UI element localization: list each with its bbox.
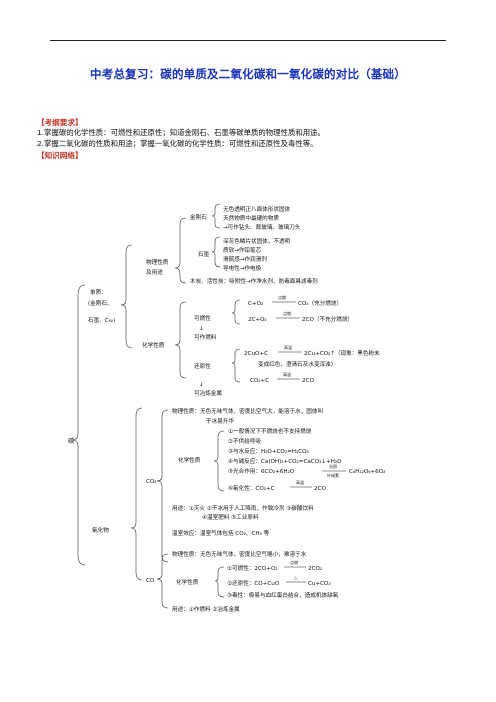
co2-physical: 物理性质：无色无味气体，密度比空气大，能溶于水，固体叫 <box>172 407 323 415</box>
reducing-brace <box>231 348 241 383</box>
co-chem-label: 化学性质 <box>176 578 199 586</box>
graphite-brace <box>211 236 221 268</box>
reducing-eq1-left: 2CuO+C <box>244 351 268 357</box>
oxid-right: 2CO <box>314 486 326 492</box>
header-rule <box>50 40 446 41</box>
co-uses: 用途：①作燃料 ②冶炼金属 <box>172 605 240 613</box>
network-header: 【知识网络】 <box>37 151 83 160</box>
down-arrow-glyph: ↓ <box>199 325 204 332</box>
diamond-brace <box>211 203 221 229</box>
co-toxic: ③毒性：极易与血红蛋白结合，造成机体缺氧 <box>227 591 339 599</box>
combustible-eq1-right: CO₂（充分燃烧） <box>298 299 342 307</box>
co-chem-eq2-cond: △ <box>294 575 298 580</box>
co2-chem-item: ②不供给呼吸 <box>228 437 261 445</box>
co2-chem-brace <box>213 430 225 492</box>
co2-chem-item: ③与水反应：H₂O+CO₂=H₂CO₃ <box>228 447 309 455</box>
combustible-eq2-cond: 点燃 <box>283 310 291 316</box>
co-physical: 物理性质：无色无味气体，密度比空气略小，难溶于水 <box>172 550 307 558</box>
oxide-brace <box>130 407 143 581</box>
graphite-item: 滑腻感→作润滑剂 <box>223 255 267 263</box>
co-label: CO <box>146 578 155 584</box>
reducing-eq2-left: CO₂+C <box>250 378 269 384</box>
requirement-2: 2.掌握二氧化碳的性质和用途；掌握一氧化碳的化学性质：可燃性和还原性及毒性等。 <box>37 139 318 148</box>
graphite-item: 质软→作铅笔芯 <box>223 246 262 254</box>
diamond-item: →可作钻头、裁玻璃、玻璃刀头 <box>223 223 301 231</box>
co2-greenhouse: 温室效应：温室气体包括 CO₂、CH₄ 等 <box>172 529 270 537</box>
co2-chem-item: ④与碱反应：Ca(OH)₂+CO₂=CaCO₃↓+H₂O <box>228 457 342 465</box>
reducing-label: 还原性 <box>194 362 211 370</box>
reducing-eq1-cont: 变成红色，澄清石灰水变浑浊） <box>258 360 336 368</box>
combustible-eq1-left: C+O₂ <box>248 301 263 307</box>
co-chem-eq2-left: ②还原性：CO+CuO <box>227 579 280 587</box>
co-chem-eq1-right: 2CO₂ <box>308 566 322 572</box>
down-arrow-glyph: ↓ <box>199 381 204 388</box>
photo-right: C₆H₁₂O₆+6O₂ <box>349 469 385 475</box>
co-chem-eq1-left: ①可燃性：2CO+O₂ <box>227 564 278 572</box>
chemical-label: 化学性质 <box>142 341 165 349</box>
co-chem-brace <box>214 566 225 598</box>
co2-uses-2: ④温室肥料 ⑤工业原料 <box>202 513 259 521</box>
reducing-eq2-cond: 高温 <box>283 371 291 377</box>
simple-brace <box>120 244 133 349</box>
reducing-eq1-right: 2Cu+CO₂↑（现象：黑色粉末 <box>304 349 380 357</box>
charcoal-text: 木炭、活性炭：吸附性→作净水剂、防毒面具滤毒剂 <box>190 277 318 285</box>
co2-label: CO₂ <box>146 479 157 485</box>
combustible-label: 可燃性 <box>194 314 211 322</box>
co-chem-eq1-cond: 点燃 <box>290 559 298 565</box>
co2-chem-item: ①一般情况下不燃烧也不支持燃烧 <box>228 427 312 435</box>
oxid-cond: 高温 <box>296 479 304 485</box>
co2-chem-label: 化学性质 <box>178 456 201 464</box>
diamond-item: 天然物质中最硬的物质 <box>223 214 279 222</box>
co2-chem-item: ⑥氧化性：CO₂+C <box>228 484 275 492</box>
graphite-item: 深灰色鳞片状固体，不透明 <box>223 237 291 245</box>
physical-label: 物理性质 <box>146 258 169 266</box>
photo-cond-top: 光照 <box>329 463 337 469</box>
simple-substance-label-3: 石墨、C₆₀) <box>88 317 115 324</box>
requirement-1: 1.掌握碳的化学性质：可燃性和还原性；知道金刚石、石墨等碳单质的物理性质和用途。 <box>37 128 325 137</box>
co-chem-eq2-right: Cu+CO₂ <box>308 581 331 587</box>
reducing-eq2-right: 2CO <box>302 378 314 384</box>
photo-cond-bottom: 叶绿素 <box>327 472 339 478</box>
co2-chem-item: ⑤光合作用：6CO₂+6H₂O <box>228 467 295 475</box>
requirements-header: 【考纲要求】 <box>37 118 83 127</box>
diamond-item: 无色透明正八面体形状固体 <box>223 205 291 213</box>
root-brace <box>71 284 86 566</box>
combustible-eq2-right: 2CO（不充分燃烧） <box>302 315 353 323</box>
reducing-eq1-cond: 高温 <box>284 344 292 350</box>
graphite-label: 石墨 <box>198 251 210 258</box>
chemical-brace <box>174 301 187 379</box>
page-title: 中考总复习：碳的单质及二氧化碳和一氧化碳的对比（基础） <box>90 67 406 81</box>
co-brace <box>156 553 169 609</box>
combustible-use: 可作燃料 <box>194 333 217 341</box>
co2-uses: 用途：①灭火 ②干冰用于人工降雨、作致冷剂 ③碳酸饮料 <box>172 504 314 512</box>
physical-label-2: 及用途 <box>146 268 163 276</box>
combustible-brace <box>231 299 241 325</box>
reducing-use: 可冶炼金属 <box>194 389 222 397</box>
diamond-label: 金刚石 <box>190 213 207 221</box>
co2-physical-2: 干冰易升华 <box>206 417 234 425</box>
combustible-eq1-cond: 点燃 <box>278 294 286 300</box>
root-carbon-label: 碳 <box>68 437 75 445</box>
graphite-item: 导电性→作电极 <box>223 264 262 272</box>
oxide-label: 氧化物 <box>92 526 109 534</box>
simple-substance-label-2: (金刚石、 <box>88 299 113 307</box>
physical-brace <box>174 217 187 284</box>
combustible-eq2-left: 2C+O₂ <box>248 317 267 323</box>
simple-substance-label: 单质： <box>90 288 107 296</box>
co2-brace <box>156 409 169 563</box>
